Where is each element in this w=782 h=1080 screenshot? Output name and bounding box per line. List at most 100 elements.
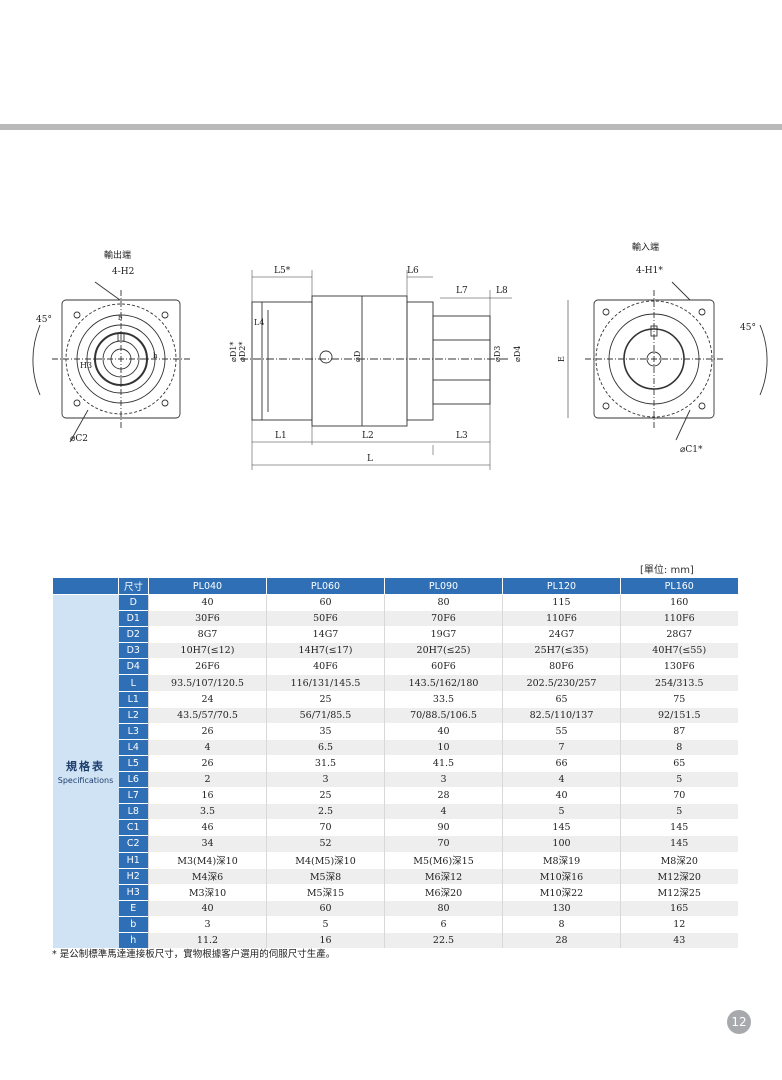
dimension-value: 34 [148, 835, 267, 852]
dimension-value: 40 [148, 899, 267, 917]
dimension-value: 115 [502, 593, 621, 611]
svg-text:L7: L7 [456, 286, 468, 296]
dimension-key: L6 [118, 771, 149, 788]
svg-text:⌀C1*: ⌀C1* [680, 445, 703, 455]
dimension-key: D4 [118, 658, 149, 675]
dimension-value: 8 [620, 738, 738, 756]
unit-note: [單位: mm] [640, 565, 694, 576]
dimension-value: M4深6 [148, 867, 267, 885]
dimension-key: L5 [118, 754, 149, 772]
dimension-value: 24 [148, 690, 267, 708]
dimension-value: M5(M6)深15 [384, 851, 503, 869]
dimension-value: 8G7 [148, 626, 267, 643]
dimension-value: 26 [148, 754, 267, 772]
svg-text:b: b [118, 314, 123, 322]
svg-text:⌀D: ⌀D [353, 351, 362, 362]
dimension-value: 41.5 [384, 754, 503, 772]
gearbox-technical-drawing: 輸出端 4-H2 45° ⌀C2 b h H3 L5* L4 L6 L7 L8 … [32, 241, 768, 470]
dimension-value: M10深22 [502, 883, 621, 901]
dimension-value: 55 [502, 722, 621, 740]
svg-text:⌀D1*: ⌀D1* [229, 342, 238, 362]
dimension-value: 20H7(≤25) [384, 642, 503, 659]
dimension-key: D3 [118, 642, 149, 659]
dimension-value: 93.5/107/120.5 [148, 674, 267, 692]
header-dimension-label: 尺寸 [118, 577, 149, 595]
dimension-key: L3 [118, 722, 149, 740]
svg-text:⌀D2*: ⌀D2* [238, 342, 247, 362]
dimension-value: 165 [620, 899, 738, 917]
dimension-value: 40 [502, 787, 621, 804]
side-title: 規格表 [66, 760, 105, 774]
dimension-value: 2 [148, 771, 267, 788]
dimension-value: 145 [502, 819, 621, 836]
header-model: PL040 [148, 577, 267, 595]
dimension-value: 26 [148, 722, 267, 740]
dimension-value: 22.5 [384, 931, 503, 949]
dimension-value: 65 [620, 754, 738, 772]
dimension-value: 25H7(≤35) [502, 642, 621, 659]
dimension-value: 46 [148, 819, 267, 836]
header-model: PL120 [502, 577, 621, 595]
dimension-value: 70 [620, 787, 738, 804]
dimension-value: 116/131/145.5 [266, 674, 385, 692]
svg-text:⌀D3: ⌀D3 [493, 346, 502, 362]
dimension-value: 66 [502, 754, 621, 772]
dimension-value: 130 [502, 899, 621, 917]
svg-text:L1: L1 [275, 431, 287, 441]
svg-text:L5*: L5* [274, 266, 291, 276]
dimension-value: 3.5 [148, 803, 267, 820]
header-model: PL160 [620, 577, 738, 595]
svg-text:45°: 45° [740, 323, 756, 333]
svg-text:4-H2: 4-H2 [112, 267, 134, 277]
dimension-value: 16 [266, 931, 385, 949]
dimension-value: 145 [620, 819, 738, 836]
dimension-value: 70 [384, 835, 503, 852]
dimension-value: 80F6 [502, 658, 621, 675]
dimension-key: b [118, 915, 149, 933]
top-divider-bar [0, 124, 782, 130]
input-end-view [567, 281, 768, 441]
dimension-key: L4 [118, 738, 149, 756]
dimension-value: 12 [620, 915, 738, 933]
svg-text:L6: L6 [407, 266, 419, 276]
dimension-value: 160 [620, 593, 738, 611]
svg-text:⌀D4: ⌀D4 [513, 346, 522, 362]
dimension-key: E [118, 899, 149, 917]
dimension-value: 5 [620, 803, 738, 820]
header-model: PL090 [384, 577, 503, 595]
dimension-value: 40H7(≤55) [620, 642, 738, 659]
dimension-value: 5 [266, 915, 385, 933]
dimension-value: 143.5/162/180 [384, 674, 503, 692]
dimension-value: 11.2 [148, 931, 267, 949]
side-view [240, 270, 512, 470]
svg-text:L2: L2 [362, 431, 374, 441]
dimension-value: 31.5 [266, 754, 385, 772]
dimension-value: 16 [148, 787, 267, 804]
dimension-value: M5深15 [266, 883, 385, 901]
dimension-value: 65 [502, 690, 621, 708]
dimension-value: 90 [384, 819, 503, 836]
dimension-value: 8 [502, 915, 621, 933]
dimension-value: 24G7 [502, 626, 621, 643]
dimension-key: L8 [118, 803, 149, 820]
footnote: * 是公制標準馬達連接板尺寸，實物根據客户選用的伺服尺寸生產。 [52, 949, 336, 960]
dimension-value: 43.5/57/70.5 [148, 706, 267, 724]
dimension-key: L7 [118, 787, 149, 804]
dimension-value: 70/88.5/106.5 [384, 706, 503, 724]
dimension-value: 40F6 [266, 658, 385, 675]
dimension-value: 60 [266, 899, 385, 917]
svg-text:45°: 45° [36, 315, 52, 325]
dimension-value: 87 [620, 722, 738, 740]
page-number: 12 [727, 1010, 751, 1034]
dimension-value: M10深16 [502, 867, 621, 885]
dimension-value: M6深20 [384, 883, 503, 901]
